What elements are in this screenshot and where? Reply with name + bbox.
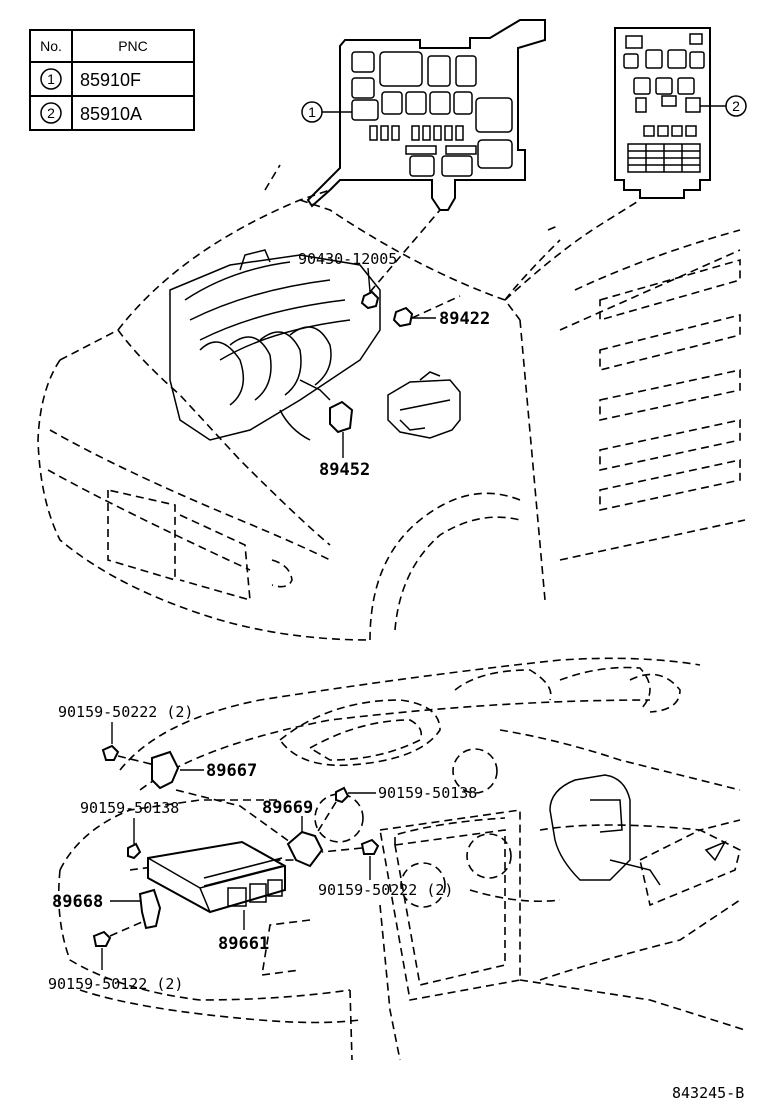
diagram-id: 843245-B	[672, 1084, 744, 1102]
ecu-unit: 89661	[147, 840, 286, 954]
engine-outline	[169, 249, 381, 441]
steering-column	[549, 774, 741, 907]
label-90159-50122-bottom: 90159-50122 (2)	[48, 975, 183, 993]
label-89661: 89661	[218, 934, 269, 954]
callout-2: 2	[732, 98, 740, 114]
intake-box	[387, 371, 461, 439]
label-90159-50222-mid: 90159-50222 (2)	[318, 881, 453, 899]
bolt-90159-50122-bottom: 90159-50122 (2)	[48, 921, 183, 993]
bracket-89667: 89667	[151, 750, 257, 790]
table-row-2-pnc: 85910A	[80, 104, 142, 124]
label-89668: 89668	[52, 892, 103, 912]
clip-90430-12005: 90430-12005	[298, 250, 397, 310]
bolt-90159-50222-mid: 90159-50222 (2)	[318, 838, 453, 899]
label-89452: 89452	[319, 460, 370, 480]
bolt-90159-50138-left: 90159-50138	[80, 799, 179, 860]
label-90159-50222-top: 90159-50222 (2)	[58, 703, 193, 721]
callout-1: 1	[308, 104, 316, 120]
table-header-pnc: PNC	[118, 38, 148, 54]
bracket-89669: 89669	[175, 789, 324, 868]
table-row-2-no: 2	[47, 105, 55, 121]
label-90159-50138-left: 90159-50138	[80, 799, 179, 817]
bracket-89668: 89668	[52, 888, 162, 930]
table-row-1-no: 1	[47, 71, 55, 87]
sensor-89452: 89452	[319, 400, 370, 480]
label-90430-12005: 90430-12005	[298, 250, 397, 268]
label-90159-50138-right: 90159-50138	[378, 784, 477, 802]
bolt-90159-50138-right: 90159-50138	[314, 784, 477, 837]
bolt-90159-50222-top: 90159-50222 (2)	[58, 703, 193, 766]
sensor-89422: 89422	[392, 306, 490, 329]
relay-block-2: 2	[614, 27, 747, 199]
pnc-table: No. PNC 1 85910F 2 85910A	[29, 29, 195, 131]
table-header-no: No.	[40, 38, 62, 54]
dashboard-outline	[57, 657, 746, 1061]
label-89669: 89669	[262, 798, 313, 818]
label-89422: 89422	[439, 309, 490, 329]
label-89667: 89667	[206, 761, 257, 781]
vehicle-front-outline	[37, 164, 746, 641]
table-row-1-pnc: 85910F	[80, 70, 141, 90]
relay-block-1: 1	[301, 19, 546, 211]
